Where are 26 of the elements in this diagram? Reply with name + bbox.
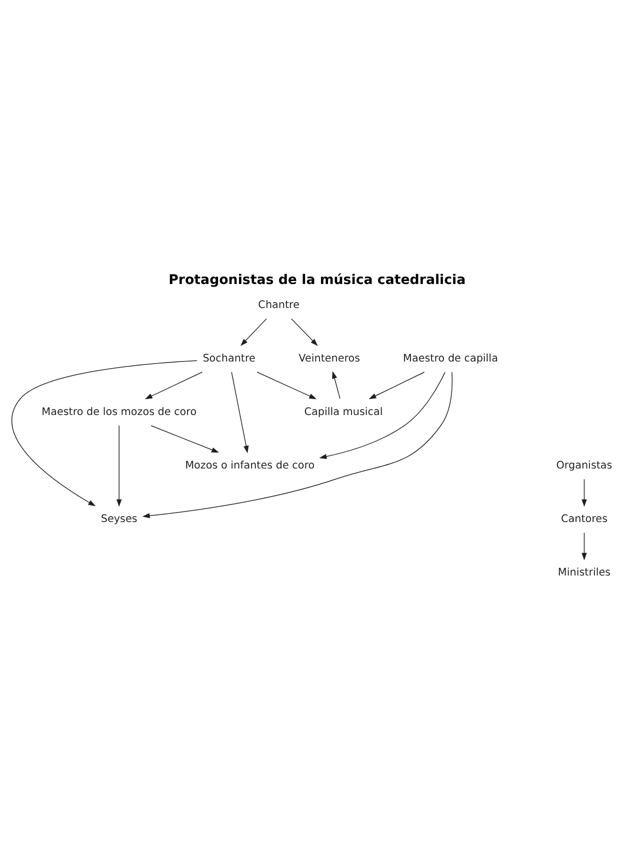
arrow	[332, 370, 340, 399]
node-text: Cantores	[560, 512, 608, 524]
node-text: Seyses	[100, 512, 138, 524]
arrow	[256, 371, 317, 399]
arrow	[582, 478, 587, 506]
arrow	[12, 360, 198, 506]
arrow	[144, 371, 203, 399]
arrow	[150, 424, 220, 452]
node-text: Chantre	[258, 298, 300, 310]
node-text: Ministriles	[558, 566, 611, 578]
arrow	[142, 371, 453, 518]
node-text: Veinteneros	[298, 352, 360, 364]
node-text: Organistas	[556, 458, 612, 471]
arrow	[240, 318, 267, 346]
arrow	[368, 371, 425, 399]
arrow	[231, 371, 249, 453]
node-text: Mozos o infantes de coro	[185, 458, 315, 471]
arrow	[116, 424, 122, 506]
arrow	[290, 318, 318, 346]
arrow	[582, 532, 587, 560]
arrow	[319, 371, 446, 459]
node-text: Sochantre	[202, 352, 256, 364]
node-text: Capilla musical	[304, 405, 383, 418]
node-text: Maestro de los mozos de coro	[42, 405, 197, 418]
diagram-title: Protagonistas de la música catedralicia	[168, 272, 466, 288]
node-text: Maestro de capilla	[403, 352, 498, 364]
